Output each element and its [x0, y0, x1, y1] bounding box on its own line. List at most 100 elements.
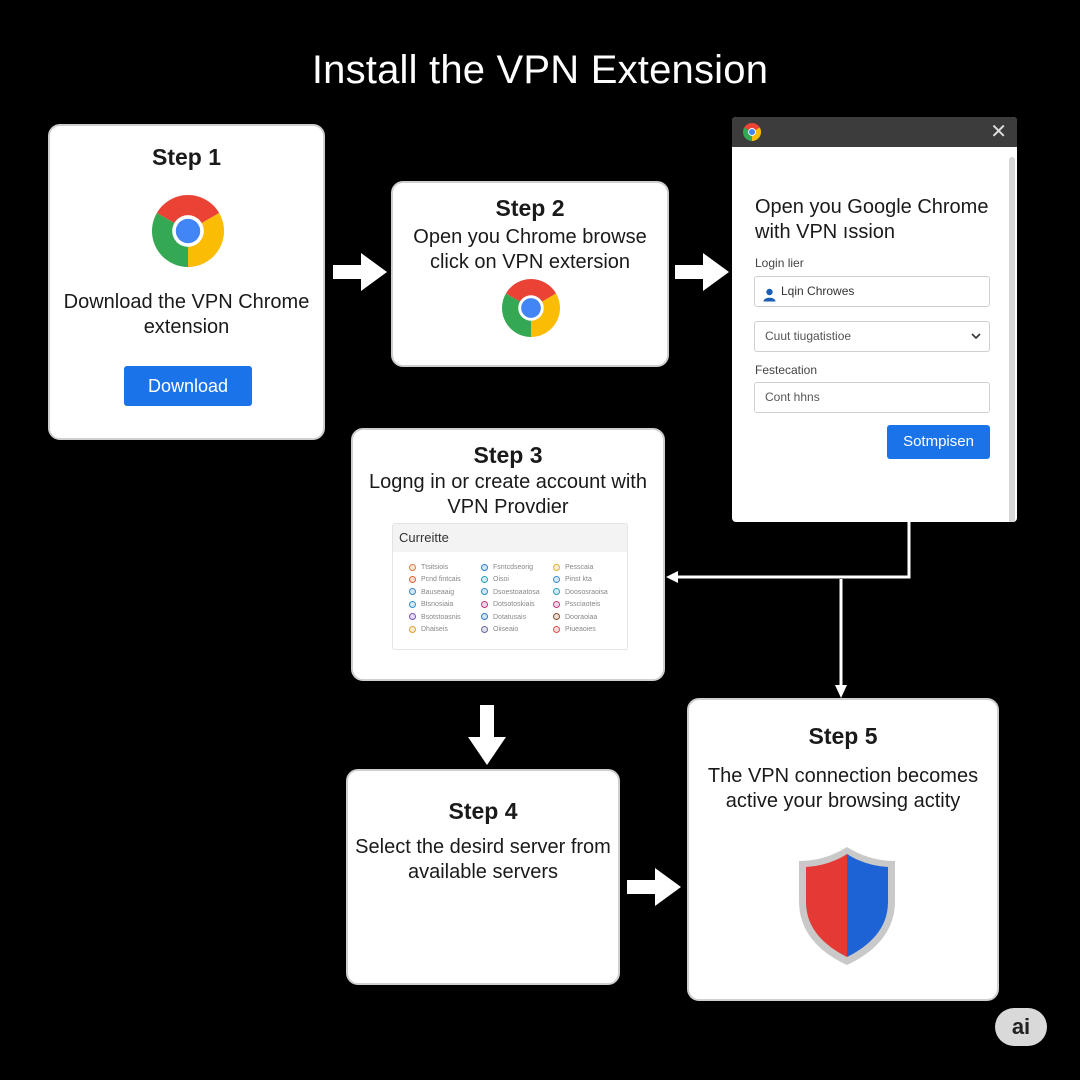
step-3-card: Step 3 Logng in or create account with V… [351, 428, 665, 681]
server-label: Bauseaaig [421, 588, 455, 596]
server-status-dot [409, 576, 416, 584]
server-list-item[interactable]: Pinst kta [553, 574, 625, 586]
login-input-value: Lqin Chrowes [781, 284, 855, 298]
server-list-item[interactable]: Pesscaia [553, 562, 625, 574]
server-label: Fsntcdseorig [493, 564, 534, 571]
server-status-dot [481, 588, 488, 596]
server-status-dot [481, 563, 488, 571]
server-status-dot [553, 576, 560, 584]
field-label: Festecation [755, 363, 818, 377]
browser-window: ✕ Open you Google Chrome with VPN ıssion… [732, 117, 1017, 522]
server-list-item[interactable]: Bsotstoasnis [409, 612, 481, 624]
arrow-down-icon [468, 705, 506, 765]
arrow-right-icon [333, 253, 387, 291]
page-title: Install the VPN Extension [311, 48, 769, 92]
select-dropdown[interactable]: Cuut tiugatistioe [754, 321, 990, 352]
submit-button[interactable]: Sotmpisen [887, 425, 990, 459]
login-input[interactable]: Lqin Chrowes [754, 276, 990, 307]
step-1-card: Step 1 Download the VPN Chrome extension… [48, 124, 325, 440]
step-3-text: Logng in or create account with VPN Prov… [369, 471, 647, 518]
server-list-item[interactable]: Oiiseaio [481, 624, 553, 636]
server-status-dot [481, 600, 488, 608]
server-label: Oisoi [493, 576, 509, 584]
select-value: Cuut tiugatistioe [765, 329, 852, 343]
browser-heading: Open you Google Chrome with VPN ıssion [755, 196, 989, 243]
connector-lines [666, 522, 911, 698]
server-list-item[interactable]: Dhaiseis [409, 624, 481, 636]
server-status-dot [481, 613, 488, 621]
server-status-dot [409, 600, 416, 608]
arrow-right-icon [675, 253, 729, 291]
server-label: Dotatusais [493, 613, 527, 621]
server-status-dot [553, 613, 560, 621]
close-icon[interactable]: ✕ [990, 121, 1007, 143]
scrollbar[interactable] [1009, 157, 1015, 522]
server-label: Bsotstoasnis [421, 613, 461, 621]
shield-icon [795, 845, 899, 972]
server-status-dot [481, 625, 488, 633]
login-label: Login lier [755, 256, 804, 270]
server-status-dot [553, 600, 560, 608]
chrome-icon [743, 123, 761, 146]
server-list-item[interactable]: Pcnd fintcais [409, 574, 481, 586]
server-status-dot [409, 613, 416, 621]
server-label: Piueaoies [565, 625, 596, 633]
server-list-item[interactable]: Dotsotoskiais [481, 599, 553, 611]
server-label: Dotsotoskiais [493, 601, 535, 609]
server-list-item[interactable]: Dooraoiaa [553, 612, 625, 624]
step-4-text: Select the desird server from available … [355, 836, 611, 883]
step-5-card: Step 5 The VPN connection becomes active… [687, 698, 999, 1001]
step-2-title: Step 2 [495, 195, 565, 221]
step-4-card: Step 4 Select the desird server from ava… [346, 769, 620, 985]
server-label: Pesscaia [565, 564, 594, 571]
server-status-dot [481, 576, 488, 584]
server-label: Pinst kta [565, 576, 592, 584]
server-list-header: Curreitte [393, 524, 627, 552]
server-status-dot [553, 625, 560, 633]
browser-titlebar: ✕ [732, 117, 1017, 147]
step-5-title: Step 5 [808, 723, 878, 749]
person-icon [763, 284, 776, 313]
server-label: Oiiseaio [493, 625, 519, 633]
ai-badge: ai [995, 1008, 1047, 1046]
server-list-item[interactable]: Bauseaaig [409, 587, 481, 599]
step-2-card: Step 2 Open you Chrome browse click on V… [391, 181, 669, 367]
server-label: Dhaiseis [421, 625, 448, 633]
server-list-item[interactable]: Fsntcdseorig [481, 562, 553, 574]
arrow-right-icon [627, 868, 681, 906]
chrome-icon [502, 279, 560, 342]
server-label: Btsnosiaia [421, 601, 454, 609]
step-1-title: Step 1 [151, 144, 222, 170]
server-list-item[interactable]: Dsoestoaatosa [481, 587, 553, 599]
server-list-item[interactable]: Pssciaoteis [553, 599, 625, 611]
step-5-text: The VPN connection becomes active your b… [707, 765, 979, 812]
server-label: Ttsitsiois [421, 564, 449, 571]
country-input-value: Cont hhns [765, 390, 820, 404]
server-label: Pssciaoteis [565, 601, 601, 609]
server-list-item[interactable]: Btsnosiaia [409, 599, 481, 611]
server-list-item[interactable]: Dotatusais [481, 612, 553, 624]
server-list-item[interactable]: Piueaoies [553, 624, 625, 636]
step-1-text: Download the VPN Chrome extension [63, 291, 310, 338]
server-status-dot [553, 588, 560, 596]
server-list-item[interactable]: Oisoi [481, 574, 553, 586]
server-label: Doososraoisa [565, 588, 608, 596]
chevron-down-icon [971, 322, 981, 351]
step-3-title: Step 3 [473, 442, 543, 468]
server-status-dot [409, 563, 416, 571]
country-input[interactable]: Cont hhns [754, 382, 990, 413]
server-list-item[interactable]: Doososraoisa [553, 587, 625, 599]
download-button[interactable]: Download [124, 366, 252, 406]
server-status-dot [409, 625, 416, 633]
server-label: Pcnd fintcais [421, 576, 461, 584]
server-label: Dooraoiaa [565, 613, 598, 621]
server-list-item[interactable]: Ttsitsiois [409, 562, 481, 574]
step-2-text: Open you Chrome browse click on VPN exte… [413, 226, 647, 273]
server-label: Dsoestoaatosa [493, 588, 540, 596]
step-4-title: Step 4 [448, 798, 518, 824]
server-status-dot [553, 563, 560, 571]
